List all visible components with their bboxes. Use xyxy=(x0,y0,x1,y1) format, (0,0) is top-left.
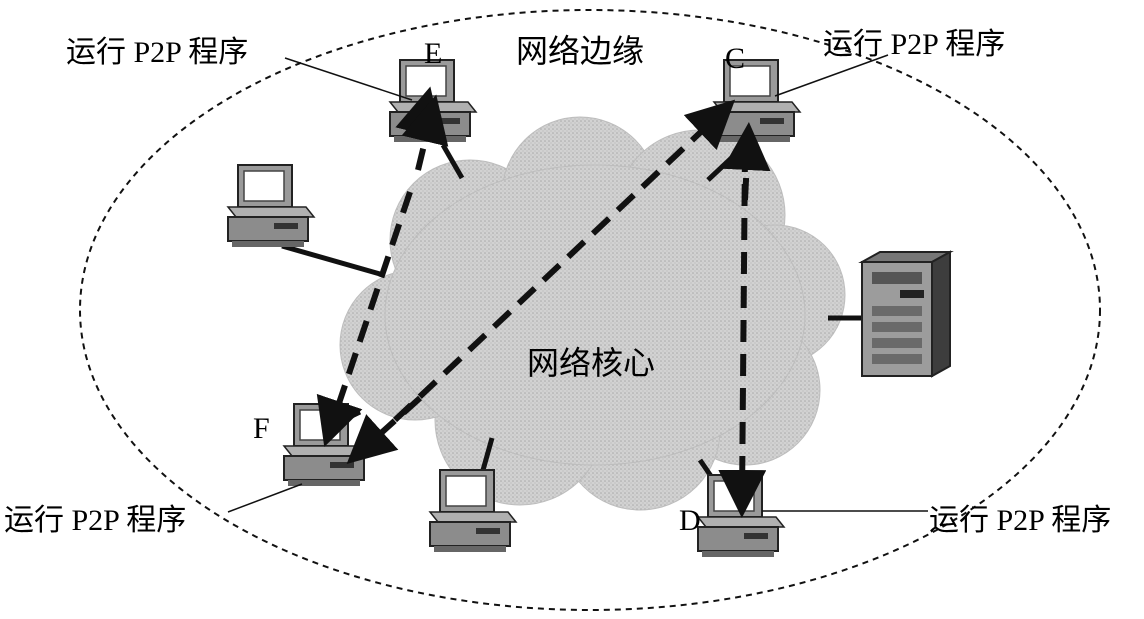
node-label-f: F xyxy=(253,412,270,445)
host-f-computer-icon xyxy=(283,403,371,487)
server-tower-icon xyxy=(858,250,954,378)
region-label-core: 网络核心 xyxy=(527,344,655,382)
network-core-cloud xyxy=(339,116,846,511)
p2p-link-f-c xyxy=(392,99,736,423)
node-label-d: D xyxy=(679,504,701,537)
node-label-c: C xyxy=(725,42,745,75)
annotation-d: 运行 P2P 程序 xyxy=(929,504,1111,537)
host-plain-left-computer-icon xyxy=(227,164,315,248)
p2p-link-c-d xyxy=(718,149,767,518)
p2p-link-e-up xyxy=(401,94,449,171)
annotation-f: 运行 P2P 程序 xyxy=(4,504,186,537)
p2p-link-d-c xyxy=(722,122,771,201)
host-d-computer-icon xyxy=(697,474,785,558)
p2p-link-c-f xyxy=(346,395,423,465)
annotation-e: 运行 P2P 程序 xyxy=(66,36,248,69)
region-label-edge: 网络边缘 xyxy=(516,32,644,70)
network-edge-boundary xyxy=(79,9,1101,611)
host-e-computer-icon xyxy=(389,59,477,143)
node-label-e: E xyxy=(424,37,442,70)
p2p-connections xyxy=(316,86,771,518)
annotation-c: 运行 P2P 程序 xyxy=(823,28,1005,61)
annotation-leaders xyxy=(227,54,928,513)
p2p-link-e-f xyxy=(316,191,413,448)
